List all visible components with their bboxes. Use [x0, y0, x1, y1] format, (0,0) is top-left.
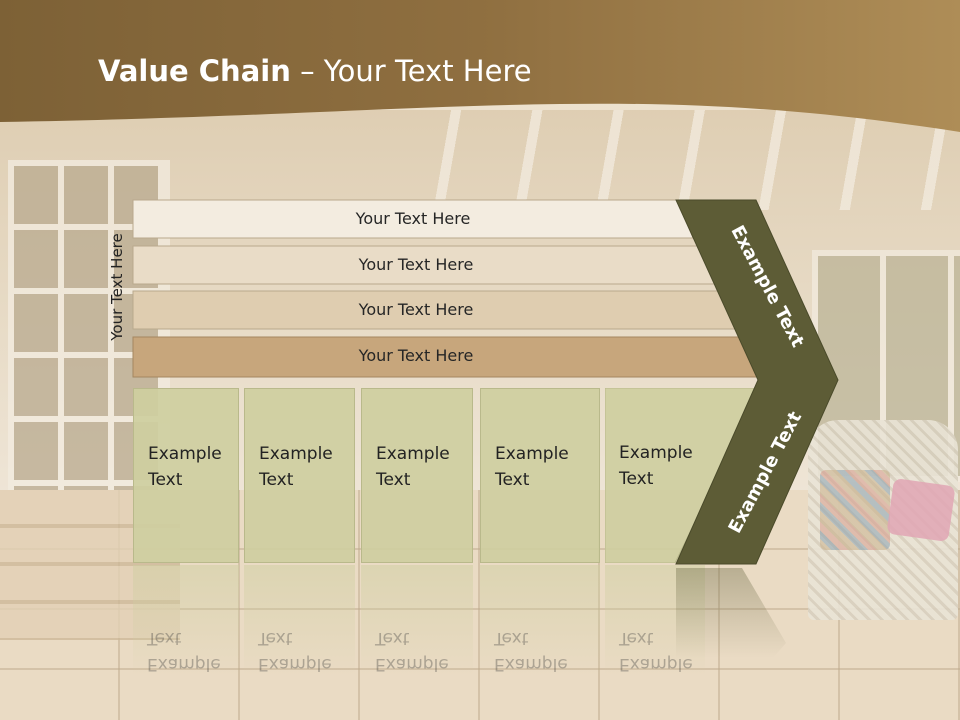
vertical-label-text: Your Text Here [108, 233, 126, 341]
bar-3: Your Text Here [132, 290, 740, 330]
vertical-label: Your Text Here [105, 220, 129, 354]
background-roof [380, 110, 960, 210]
bar-4: Your Text Here [132, 336, 764, 378]
bar-4-label: Your Text Here [358, 346, 474, 365]
bar-1-label: Your Text Here [355, 209, 471, 228]
background-blanket [820, 470, 890, 550]
page-title: Value Chain – Your Text Here [98, 54, 532, 88]
title-rest: – Your Text Here [290, 54, 532, 88]
chevron-arrow: Example Text Example Text [674, 198, 844, 568]
background-cushion [886, 477, 956, 543]
header-wave [0, 0, 960, 132]
title-bold: Value Chain [98, 54, 291, 88]
header-band: Value Chain – Your Text Here [0, 0, 960, 140]
bar-1: Your Text Here [132, 199, 694, 239]
bar-3-label: Your Text Here [358, 300, 474, 319]
bar-2: Your Text Here [132, 245, 718, 285]
bar-2-label: Your Text Here [358, 255, 474, 274]
box-5-shape [605, 388, 760, 563]
chevron-shape [675, 199, 839, 565]
